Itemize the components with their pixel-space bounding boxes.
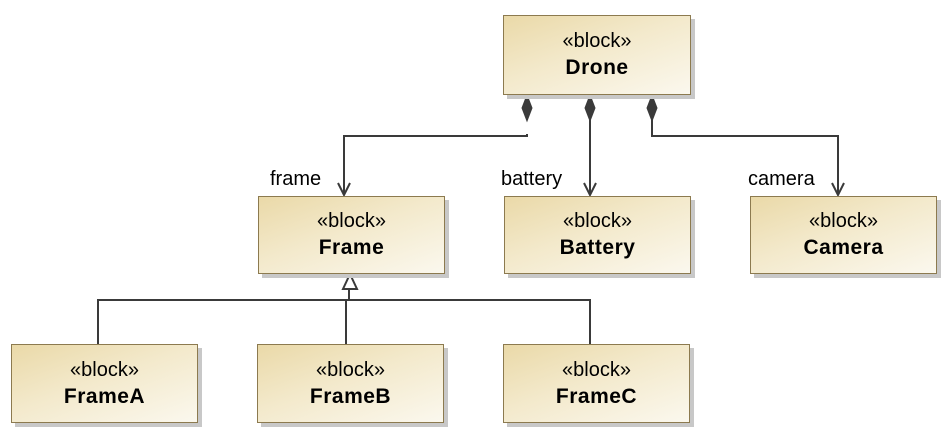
arrowhead-frame: [337, 182, 351, 198]
block-name-frame: Frame: [318, 236, 385, 259]
stereotype-label: «block»: [70, 358, 139, 381]
composition-diamond-frame: [521, 93, 533, 123]
block-name-frameB: FrameB: [309, 384, 392, 408]
block-name-frameC: FrameC: [555, 384, 638, 408]
generalization-triangle: [341, 271, 359, 290]
stereotype-label: «block»: [316, 358, 385, 381]
arrowhead-camera: [831, 182, 845, 198]
block-frameA[interactable]: «block» FrameA: [11, 344, 198, 423]
block-frameC[interactable]: «block» FrameC: [503, 344, 690, 423]
block-name-battery: Battery: [559, 236, 636, 259]
block-camera[interactable]: «block» Camera: [750, 196, 937, 274]
generalization-branch: [97, 299, 591, 344]
block-frame[interactable]: «block» Frame: [258, 196, 445, 274]
arrowhead-battery: [583, 182, 597, 198]
stereotype-label: «block»: [562, 30, 632, 52]
stereotype-label: «block»: [317, 210, 386, 232]
stereotype-label: «block»: [563, 210, 632, 232]
block-name-frameA: FrameA: [63, 384, 146, 408]
block-frameB[interactable]: «block» FrameB: [257, 344, 444, 423]
block-battery[interactable]: «block» Battery: [504, 196, 691, 274]
block-name-camera: Camera: [803, 236, 884, 259]
block-drone[interactable]: «block» Drone: [503, 15, 691, 95]
block-name-drone: Drone: [565, 56, 629, 79]
composition-diamond-camera: [646, 93, 658, 123]
stereotype-label: «block»: [809, 210, 878, 232]
role-label-camera: camera: [748, 168, 815, 190]
composition-drone-frame: [343, 134, 528, 193]
composition-drone-camera: [651, 120, 839, 193]
composition-diamond-battery: [584, 93, 596, 123]
stereotype-label: «block»: [562, 358, 631, 381]
role-label-battery: battery: [501, 168, 563, 190]
role-label-frame: frame: [270, 168, 322, 190]
